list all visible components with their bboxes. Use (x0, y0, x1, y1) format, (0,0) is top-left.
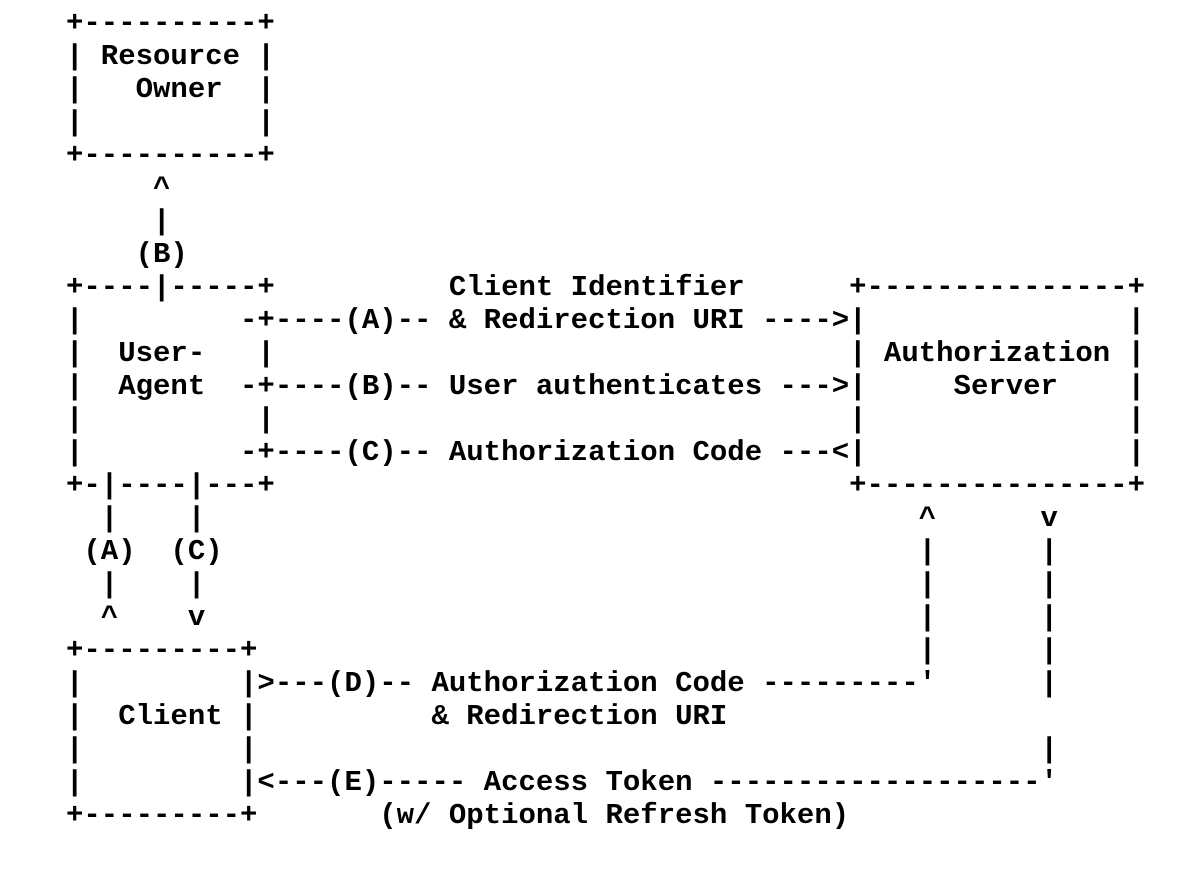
oauth-authorization-code-flow-ascii-diagram: +----------+ | Resource | | Owner | | | … (66, 7, 1145, 832)
